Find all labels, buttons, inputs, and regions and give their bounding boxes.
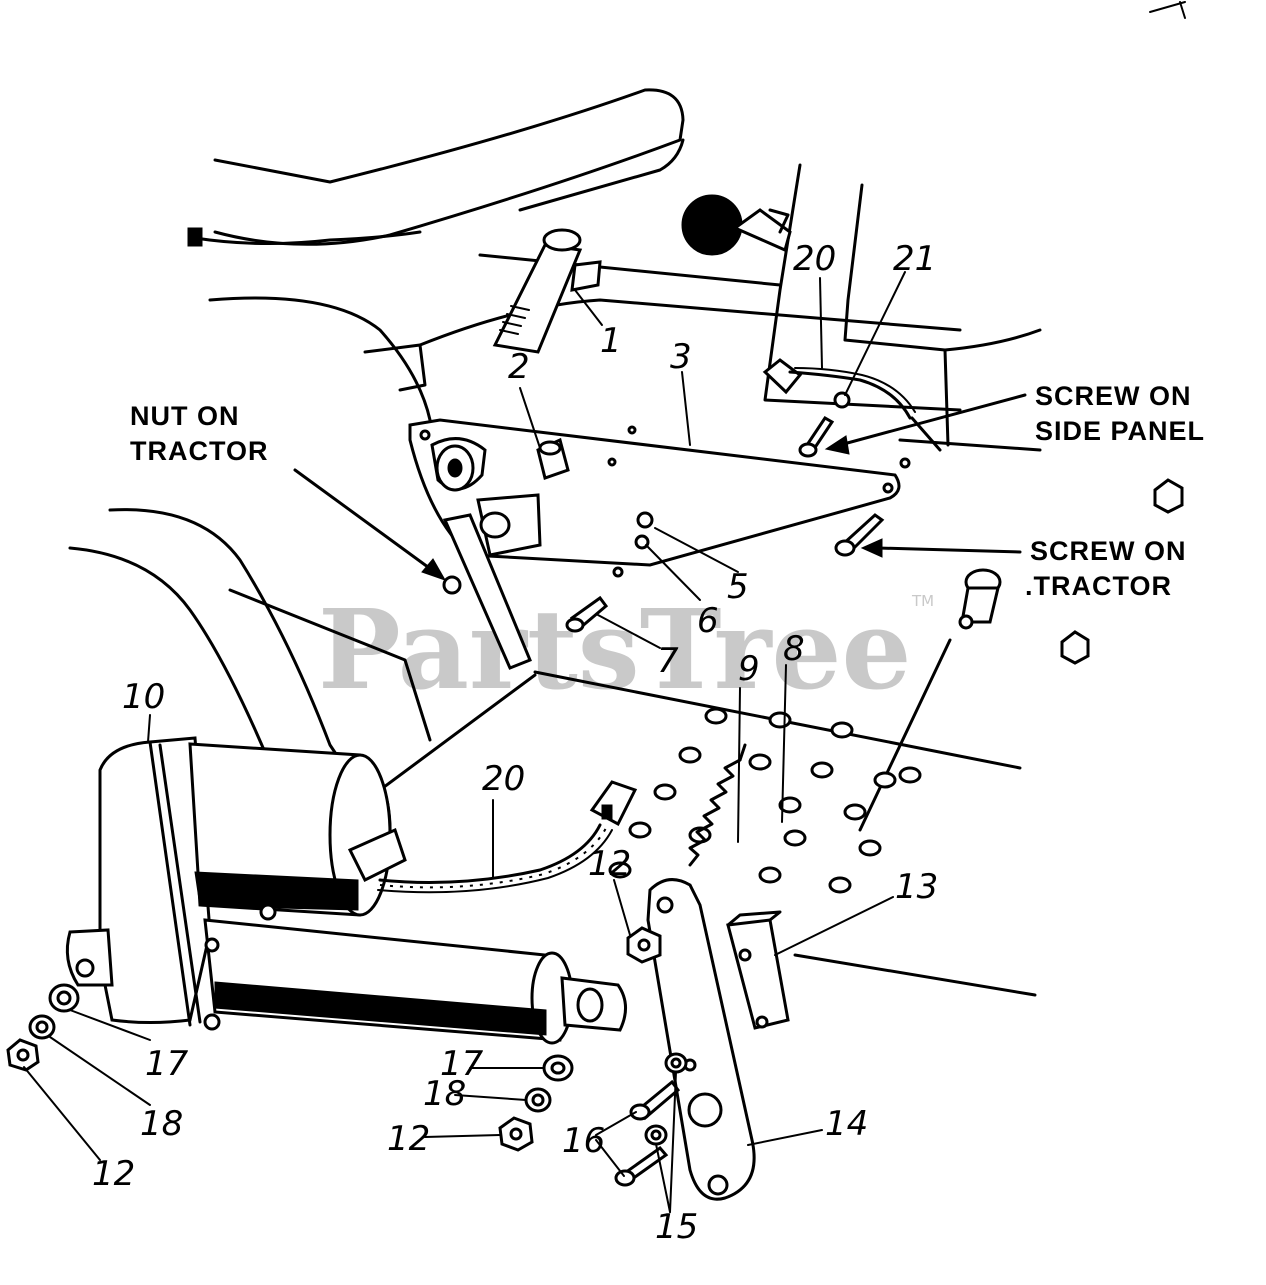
label-screw-on-tractor-line1: SCREW ON [1030, 536, 1187, 566]
pointer-arrows [293, 393, 1027, 581]
callout-17-bottom: 17 [440, 1044, 484, 1084]
callout-3: 3 [670, 337, 692, 377]
pivot-block [726, 910, 790, 1030]
electric-actuator [65, 736, 627, 1045]
callout-1: 1 [600, 321, 622, 361]
callout-6: 6 [697, 601, 719, 641]
callout-5: 5 [727, 567, 749, 607]
wire-harness-upper [762, 358, 942, 452]
callout-10: 10 [122, 677, 165, 717]
label-screw-on-side-panel-line1: SCREW ON [1035, 381, 1192, 411]
mounting-bracket [408, 418, 901, 670]
corner-mark [1149, 1, 1186, 19]
bracket-hardware [442, 416, 1184, 665]
lift-arm [646, 878, 756, 1201]
callout-9: 9 [738, 649, 760, 689]
leader-lines [23, 271, 906, 1213]
hardware-stack-bottom [498, 1054, 574, 1152]
callout-13: 13 [895, 867, 938, 907]
throttle-knob [681, 194, 792, 256]
callout-numbers: 1 2 3 5 6 7 8 9 10 20 20 21 12 13 14 16 … [92, 239, 938, 1247]
label-nut-on-tractor-line2: TRACTOR [130, 436, 269, 466]
callout-20-upper: 20 [793, 239, 836, 279]
lift-lever [492, 228, 602, 354]
callout-20-lower: 20 [482, 759, 525, 799]
watermark-trademark: TM [911, 592, 934, 610]
callout-15: 15 [655, 1207, 698, 1247]
callout-18-left: 18 [140, 1104, 183, 1144]
callout-12-left: 12 [92, 1154, 135, 1194]
spring [688, 743, 747, 867]
callout-17-left: 17 [145, 1044, 189, 1084]
callout-14: 14 [825, 1104, 868, 1144]
callout-12-arm: 12 [588, 844, 631, 884]
callout-12-bottom: 12 [387, 1119, 430, 1159]
hardware-stack-left [6, 983, 80, 1072]
hardware-12-arm [626, 926, 662, 964]
deck-holes [608, 707, 922, 894]
label-nut-on-tractor-line1: NUT ON [130, 401, 240, 431]
annotation-labels: NUT ON TRACTOR SCREW ON SIDE PANEL SCREW… [130, 381, 1205, 601]
label-screw-on-side-panel-line2: SIDE PANEL [1035, 416, 1205, 446]
callout-16: 16 [562, 1121, 605, 1161]
callout-21: 21 [893, 239, 936, 279]
callout-2: 2 [508, 347, 530, 387]
callout-7: 7 [657, 641, 679, 681]
bolts-16-washers-15 [614, 1052, 688, 1187]
watermark-text: PartsTree [318, 585, 912, 714]
callout-18-bottom: 18 [423, 1074, 466, 1114]
label-screw-on-tractor-line2: .TRACTOR [1025, 571, 1172, 601]
actuator-wire [377, 780, 638, 894]
callout-8: 8 [783, 629, 805, 669]
